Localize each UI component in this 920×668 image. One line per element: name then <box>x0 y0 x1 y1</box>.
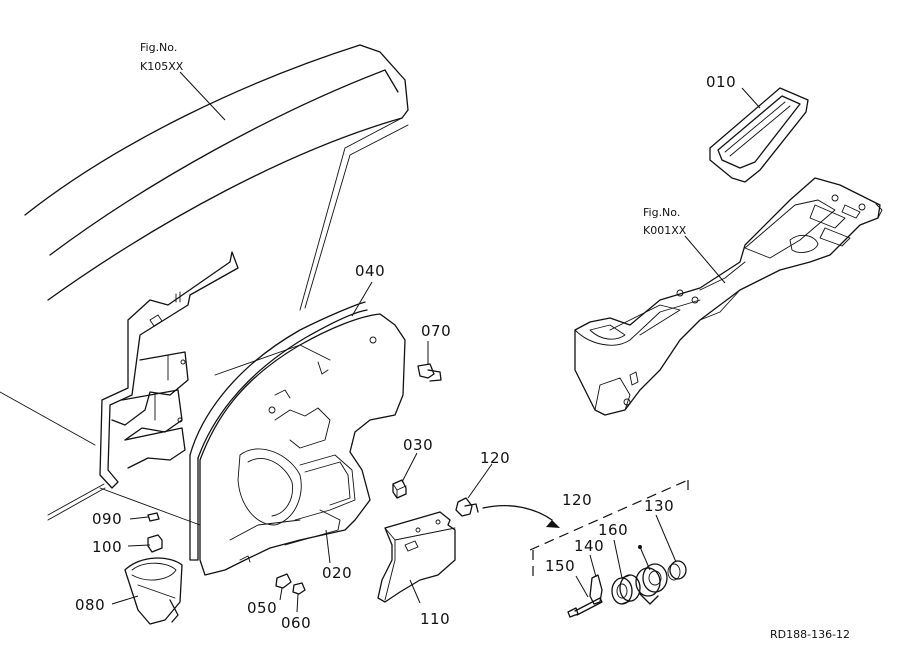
part-040-seal <box>189 301 368 561</box>
part-020-cover <box>199 313 406 576</box>
part-150-screw <box>567 597 603 618</box>
label-030: 030 <box>403 436 433 454</box>
label-130: 130 <box>644 497 674 515</box>
fig-ref-code-1: K105XX <box>140 60 184 73</box>
part-130-cap <box>667 560 687 581</box>
label-140: 140 <box>574 537 604 555</box>
label-080: 080 <box>75 596 105 614</box>
fender-outline <box>0 44 409 521</box>
label-050: 050 <box>247 599 277 617</box>
part-060-nut <box>292 582 306 595</box>
part-050-nut <box>275 573 292 589</box>
label-090: 090 <box>92 510 122 528</box>
exploded-arrow <box>482 505 560 528</box>
label-110: 110 <box>420 610 450 628</box>
part-110-plate <box>377 511 456 603</box>
label-010: 010 <box>706 73 736 91</box>
label-120-box: 120 <box>562 491 592 509</box>
part-010-tray <box>709 87 809 183</box>
part-knob <box>635 545 668 605</box>
drawing-code: RD188-136-12 <box>770 628 850 641</box>
part-090-pin <box>147 512 160 522</box>
label-040: 040 <box>355 262 385 280</box>
part-100-grommet <box>147 534 163 553</box>
part-120-knob <box>455 497 479 517</box>
label-020: 020 <box>322 564 352 582</box>
part-070-bolt <box>417 363 442 382</box>
console-assembly <box>574 177 883 416</box>
part-140-clip <box>589 574 603 605</box>
label-060: 060 <box>281 614 311 632</box>
exploded-box <box>529 479 689 580</box>
label-150: 150 <box>545 557 575 575</box>
fig-ref-label-1: Fig.No. <box>140 41 177 54</box>
fig-ref-code-2: K001XX <box>643 224 687 237</box>
fig-ref-label-2: Fig.No. <box>643 206 680 219</box>
part-080-cupholder <box>124 557 183 625</box>
label-100: 100 <box>92 538 122 556</box>
part-030-block <box>392 479 407 499</box>
leader-lines <box>111 71 761 613</box>
label-070: 070 <box>421 322 451 340</box>
mounting-bracket <box>99 251 239 526</box>
label-160: 160 <box>598 521 628 539</box>
label-120-top: 120 <box>480 449 510 467</box>
